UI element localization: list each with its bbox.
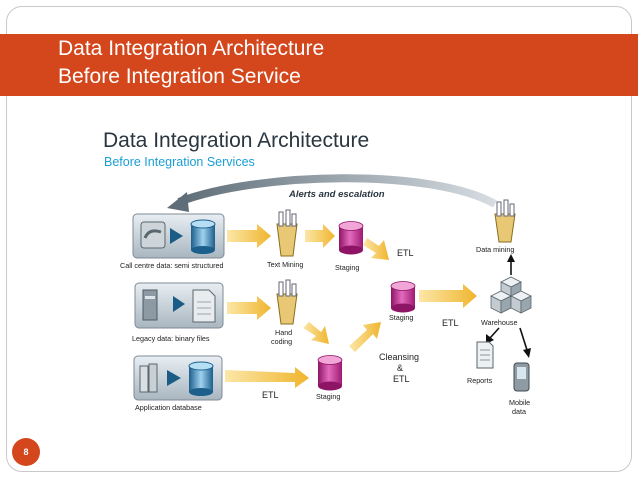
legacy-label: Legacy data: binary files (132, 334, 210, 343)
warehouse-icon (490, 276, 532, 314)
diagram-heading: Data Integration Architecture (103, 129, 369, 152)
data-mining-icon (494, 199, 516, 243)
flow-arrows (225, 224, 477, 388)
staging-mid-label: Staging (389, 313, 413, 322)
mobile-label-1: Mobile (509, 398, 530, 407)
hand-coding-label-2: coding (271, 337, 292, 346)
staging-top-cylinder (338, 221, 364, 255)
hand-coding-label-1: Hand (275, 328, 292, 337)
mobile-label-2: data (512, 407, 526, 416)
etl-mid-label: ETL (442, 318, 459, 328)
app-db-source (133, 355, 223, 401)
page-number-badge: 8 (12, 438, 40, 466)
app-db-label: Application database (135, 403, 202, 412)
reports-icon (476, 341, 494, 369)
call-centre-source (132, 213, 225, 259)
reports-label: Reports (467, 376, 493, 385)
slide-title-line2: Before Integration Service (58, 65, 301, 88)
cleansing-label-1: Cleansing (379, 352, 419, 362)
diagram-subheading: Before Integration Services (104, 155, 255, 169)
alerts-arrow (167, 174, 497, 212)
etl-top-label: ETL (397, 248, 414, 258)
slide-title-line1: Data Integration Architecture (58, 37, 325, 60)
text-mining-label: Text Mining (267, 260, 303, 269)
staging-mid-cylinder (390, 281, 416, 313)
hand-coding-icon (276, 279, 298, 325)
text-mining-icon (276, 209, 298, 257)
call-centre-label: Call centre data: semi structured (120, 261, 223, 270)
mobile-icon (513, 362, 530, 392)
warehouse-label: Warehouse (481, 318, 518, 327)
etl-bottom-label: ETL (262, 390, 279, 400)
staging-bottom-label: Staging (316, 392, 340, 401)
data-mining-label: Data mining (476, 245, 514, 254)
architecture-diagram: Data Integration Architecture Before Int… (103, 129, 532, 416)
legacy-source (134, 282, 224, 329)
alerts-label: Alerts and escalation (288, 189, 385, 200)
cleansing-label-3: ETL (393, 374, 410, 384)
cleansing-label-2: & (397, 363, 403, 373)
staging-bottom-cylinder (317, 355, 343, 391)
staging-top-label: Staging (335, 263, 359, 272)
title-banner: Data Integration Architecture Before Int… (0, 34, 638, 96)
